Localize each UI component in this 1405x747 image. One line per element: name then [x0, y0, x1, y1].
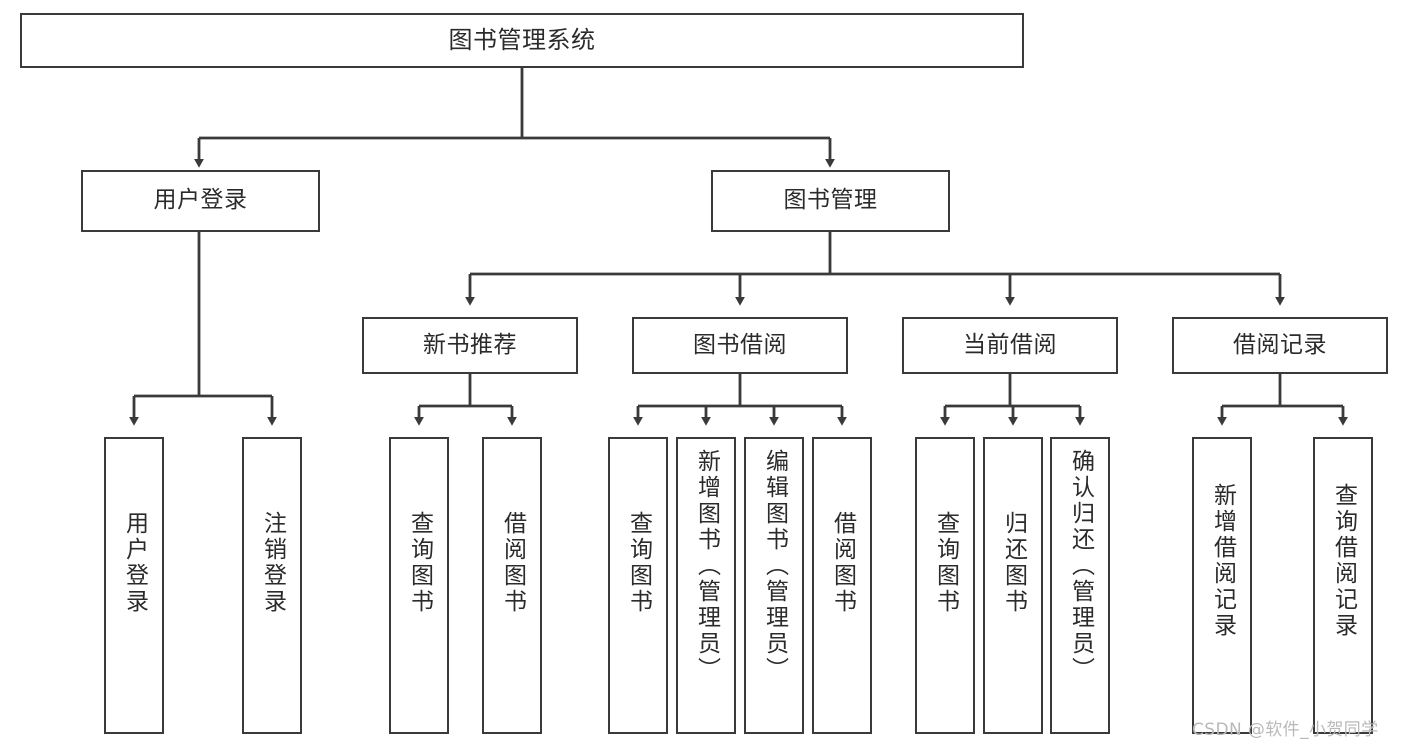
- watermark: CSDN @软件_小贺同学: [1192, 720, 1379, 740]
- leaf-user-login[interactable]: 用户登录: [104, 437, 164, 734]
- node-label: 编辑图书（管理员）: [761, 449, 788, 683]
- leaf-add-borrow-record[interactable]: 新增借阅记录: [1192, 437, 1252, 734]
- leaf-confirm-return-admin[interactable]: 确认归还（管理员）: [1050, 437, 1110, 734]
- node-label: 查询图书: [625, 511, 652, 615]
- node-label: 查询借阅记录: [1330, 483, 1357, 639]
- node-label: 新增借阅记录: [1209, 483, 1236, 639]
- node-label: 新增图书（管理员）: [693, 449, 720, 683]
- leaf-query-book-borrow[interactable]: 查询图书: [608, 437, 668, 734]
- node-root-book-management-system[interactable]: 图书管理系统: [20, 13, 1024, 68]
- leaf-return-book[interactable]: 归还图书: [983, 437, 1043, 734]
- node-book-management[interactable]: 图书管理: [711, 170, 950, 232]
- node-label: 新书推荐: [423, 331, 517, 358]
- node-label: 借阅记录: [1233, 331, 1327, 358]
- leaf-borrow-book[interactable]: 借阅图书: [812, 437, 872, 734]
- node-current-borrow[interactable]: 当前借阅: [902, 317, 1118, 374]
- node-label: 注销登录: [259, 511, 286, 615]
- leaf-edit-book-admin[interactable]: 编辑图书（管理员）: [744, 437, 804, 734]
- leaf-borrow-book-recommend[interactable]: 借阅图书: [482, 437, 542, 734]
- node-new-book-recommend[interactable]: 新书推荐: [362, 317, 578, 374]
- node-label: 图书管理: [783, 187, 878, 214]
- node-label: 查询图书: [406, 511, 433, 615]
- node-borrow-record[interactable]: 借阅记录: [1172, 317, 1388, 374]
- node-label: 借阅图书: [499, 511, 526, 615]
- node-label: 查询图书: [932, 511, 959, 615]
- node-label: 借阅图书: [829, 511, 856, 615]
- leaf-query-borrow-record[interactable]: 查询借阅记录: [1313, 437, 1373, 734]
- node-label: 用户登录: [121, 511, 148, 615]
- leaf-add-book-admin[interactable]: 新增图书（管理员）: [676, 437, 736, 734]
- node-book-borrow[interactable]: 图书借阅: [632, 317, 848, 374]
- node-label: 当前借阅: [963, 331, 1057, 358]
- node-label: 图书借阅: [693, 331, 787, 358]
- node-label: 归还图书: [1000, 511, 1027, 615]
- node-label: 确认归还（管理员）: [1067, 449, 1094, 683]
- node-label: 用户登录: [153, 187, 248, 214]
- leaf-logout-login[interactable]: 注销登录: [242, 437, 302, 734]
- node-user-login[interactable]: 用户登录: [81, 170, 320, 232]
- node-label: 图书管理系统: [448, 26, 596, 55]
- leaf-query-book-recommend[interactable]: 查询图书: [389, 437, 449, 734]
- leaf-query-book-current[interactable]: 查询图书: [915, 437, 975, 734]
